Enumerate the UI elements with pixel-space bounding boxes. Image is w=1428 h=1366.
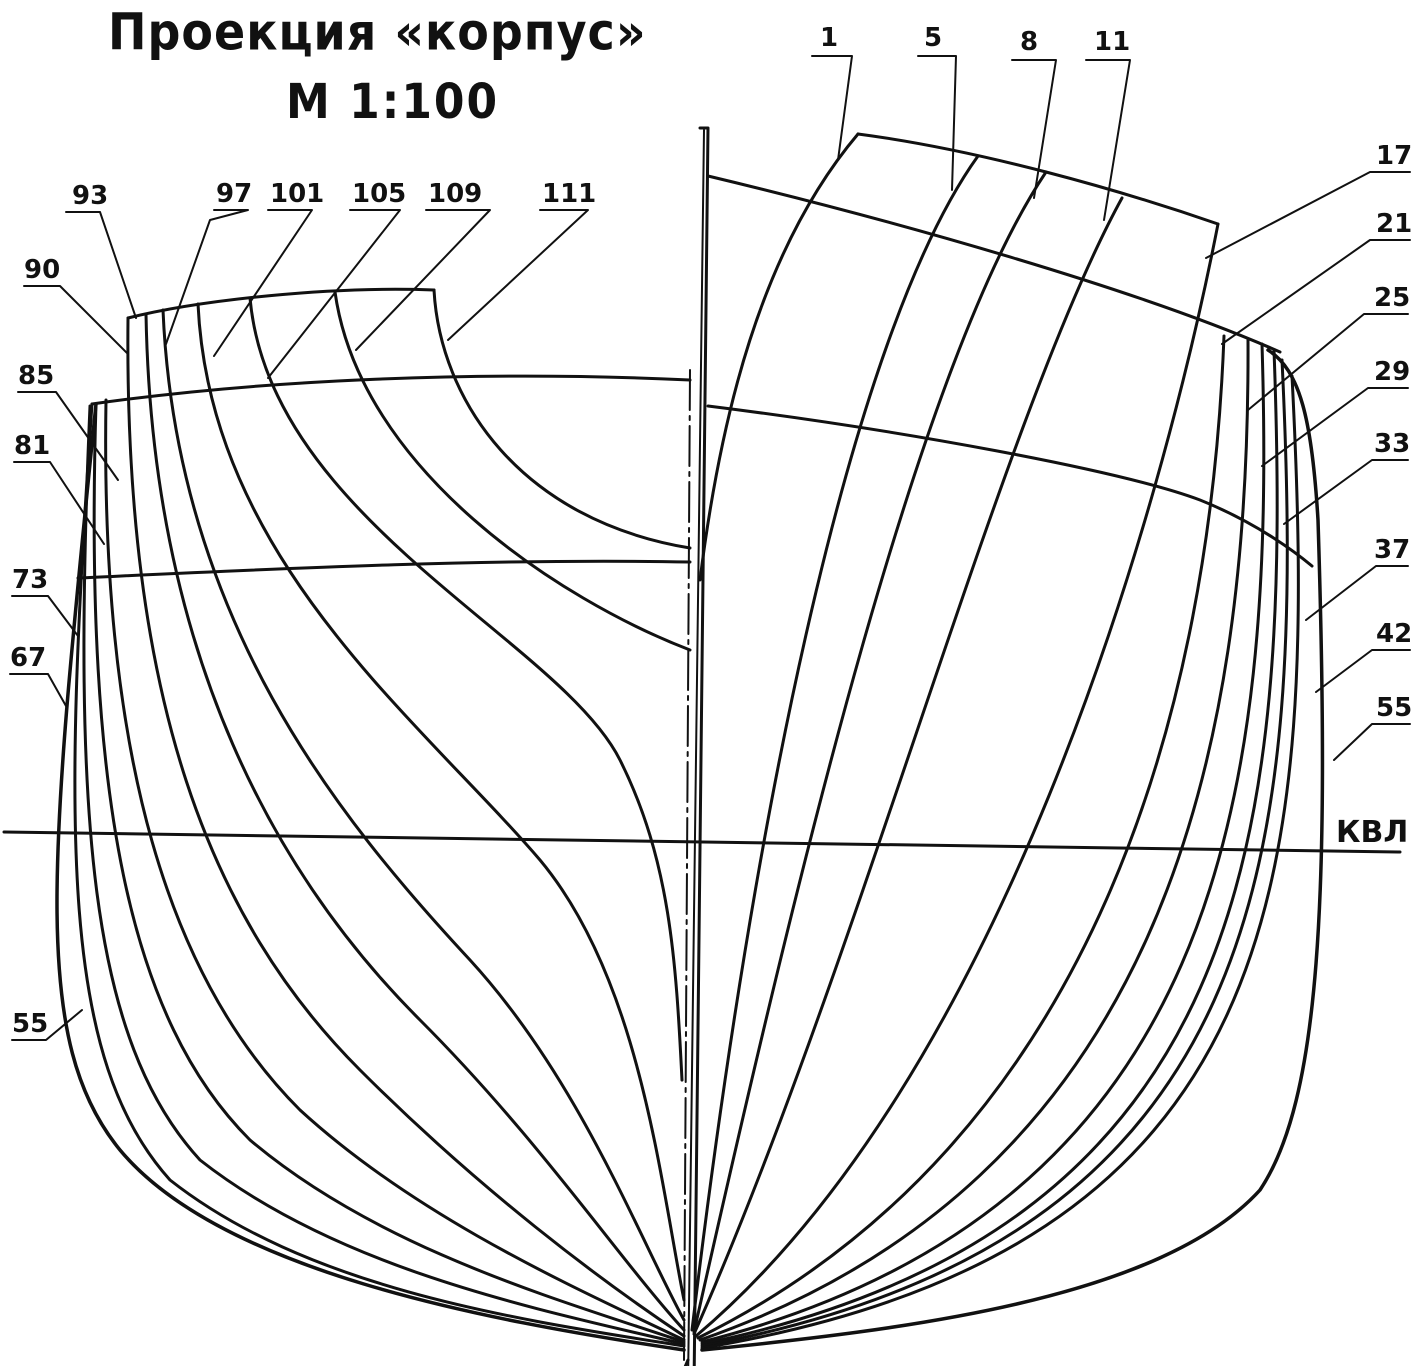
left-station-67 bbox=[73, 402, 686, 1348]
left-label-111: 111 bbox=[542, 179, 596, 209]
left-leader-85 bbox=[17, 391, 119, 481]
left-station-55 bbox=[55, 402, 686, 1352]
left-station-73 bbox=[82, 404, 686, 1346]
right-leader-5 bbox=[917, 55, 957, 191]
left-label-55: 55 bbox=[12, 1009, 48, 1039]
left-label-101: 101 bbox=[270, 179, 324, 209]
left-label-93: 93 bbox=[72, 181, 108, 211]
left-station-97 bbox=[161, 308, 686, 1322]
right-leader-42 bbox=[1315, 649, 1411, 693]
left-label-67: 67 bbox=[10, 643, 46, 673]
left-station-101 bbox=[196, 302, 686, 1302]
right-label-55: 55 bbox=[1376, 693, 1412, 723]
left-sheer-upper bbox=[126, 287, 436, 320]
right-leader-55 bbox=[1333, 723, 1411, 761]
right-label-5: 5 bbox=[924, 23, 942, 53]
left-leader-90 bbox=[23, 285, 129, 355]
drawing-scale: М 1:100 bbox=[286, 74, 500, 131]
left-leader-111 bbox=[447, 209, 589, 341]
stem-post bbox=[683, 126, 710, 1366]
right-label-11: 11 bbox=[1094, 27, 1130, 57]
right-label-33: 33 bbox=[1374, 429, 1410, 459]
left-label-97: 97 bbox=[216, 179, 252, 209]
stem-post-inner bbox=[687, 129, 705, 1366]
right-label-1: 1 bbox=[820, 23, 838, 53]
left-station-85 bbox=[104, 398, 686, 1342]
left-leader-55 bbox=[11, 1009, 83, 1041]
left-station-90 bbox=[126, 316, 686, 1338]
left-label-73: 73 bbox=[12, 565, 48, 595]
right-label-29: 29 bbox=[1374, 357, 1410, 387]
right-leader-33 bbox=[1283, 459, 1409, 525]
left-leader-93 bbox=[65, 211, 137, 319]
left-sheer-lower bbox=[90, 374, 692, 406]
right-label-42: 42 bbox=[1376, 619, 1412, 649]
left-leader-109 bbox=[355, 209, 491, 351]
left-label-85: 85 bbox=[18, 361, 54, 391]
right-sheer-mid bbox=[706, 174, 1282, 354]
left-diagonal bbox=[76, 559, 692, 580]
left-leader-73 bbox=[11, 595, 79, 637]
left-leader-105 bbox=[267, 209, 401, 379]
right-leader-37 bbox=[1305, 565, 1409, 621]
left-station-93 bbox=[144, 312, 686, 1332]
design-waterline bbox=[2, 830, 1402, 854]
left-station-109 bbox=[333, 290, 692, 652]
right-station-8 bbox=[692, 170, 1048, 1334]
right-leader-17 bbox=[1205, 171, 1411, 259]
left-leader-97 bbox=[165, 209, 249, 345]
right-leader-8 bbox=[1011, 59, 1057, 199]
right-sheer-lower bbox=[706, 404, 1314, 568]
right-leader-25 bbox=[1247, 313, 1409, 411]
left-leader-101 bbox=[213, 209, 313, 357]
right-station-42 bbox=[700, 374, 1300, 1350]
drawing-title: Проекция «корпус» bbox=[108, 2, 647, 62]
waterline-label: КВЛ bbox=[1336, 815, 1408, 850]
right-station-1 bbox=[698, 132, 860, 582]
left-station-105 bbox=[248, 296, 684, 1082]
right-leader-11 bbox=[1085, 59, 1131, 221]
left-label-81: 81 bbox=[14, 431, 50, 461]
right-station-21 bbox=[696, 334, 1226, 1340]
left-label-109: 109 bbox=[428, 179, 482, 209]
left-leader-67 bbox=[9, 673, 67, 707]
right-station-5 bbox=[690, 154, 980, 1332]
right-station-29 bbox=[700, 342, 1266, 1344]
left-label-105: 105 bbox=[352, 179, 406, 209]
left-leader-81 bbox=[13, 461, 105, 545]
right-leader-1 bbox=[811, 55, 853, 161]
right-label-37: 37 bbox=[1374, 535, 1410, 565]
left-station-81 bbox=[92, 402, 686, 1344]
right-leader-29 bbox=[1261, 387, 1409, 467]
right-station-17 bbox=[694, 222, 1220, 1338]
right-station-11 bbox=[692, 196, 1124, 1336]
right-label-8: 8 bbox=[1020, 27, 1038, 57]
right-station-33 bbox=[700, 348, 1279, 1346]
left-label-90: 90 bbox=[24, 255, 60, 285]
right-station-25 bbox=[698, 338, 1250, 1342]
right-station-55 bbox=[700, 348, 1325, 1352]
right-label-17: 17 bbox=[1376, 141, 1412, 171]
right-station-37 bbox=[700, 358, 1289, 1348]
left-station-111 bbox=[432, 288, 692, 550]
right-label-25: 25 bbox=[1374, 283, 1410, 313]
centerline bbox=[683, 369, 691, 1361]
right-label-21: 21 bbox=[1376, 209, 1412, 239]
right-leader-21 bbox=[1221, 239, 1411, 345]
